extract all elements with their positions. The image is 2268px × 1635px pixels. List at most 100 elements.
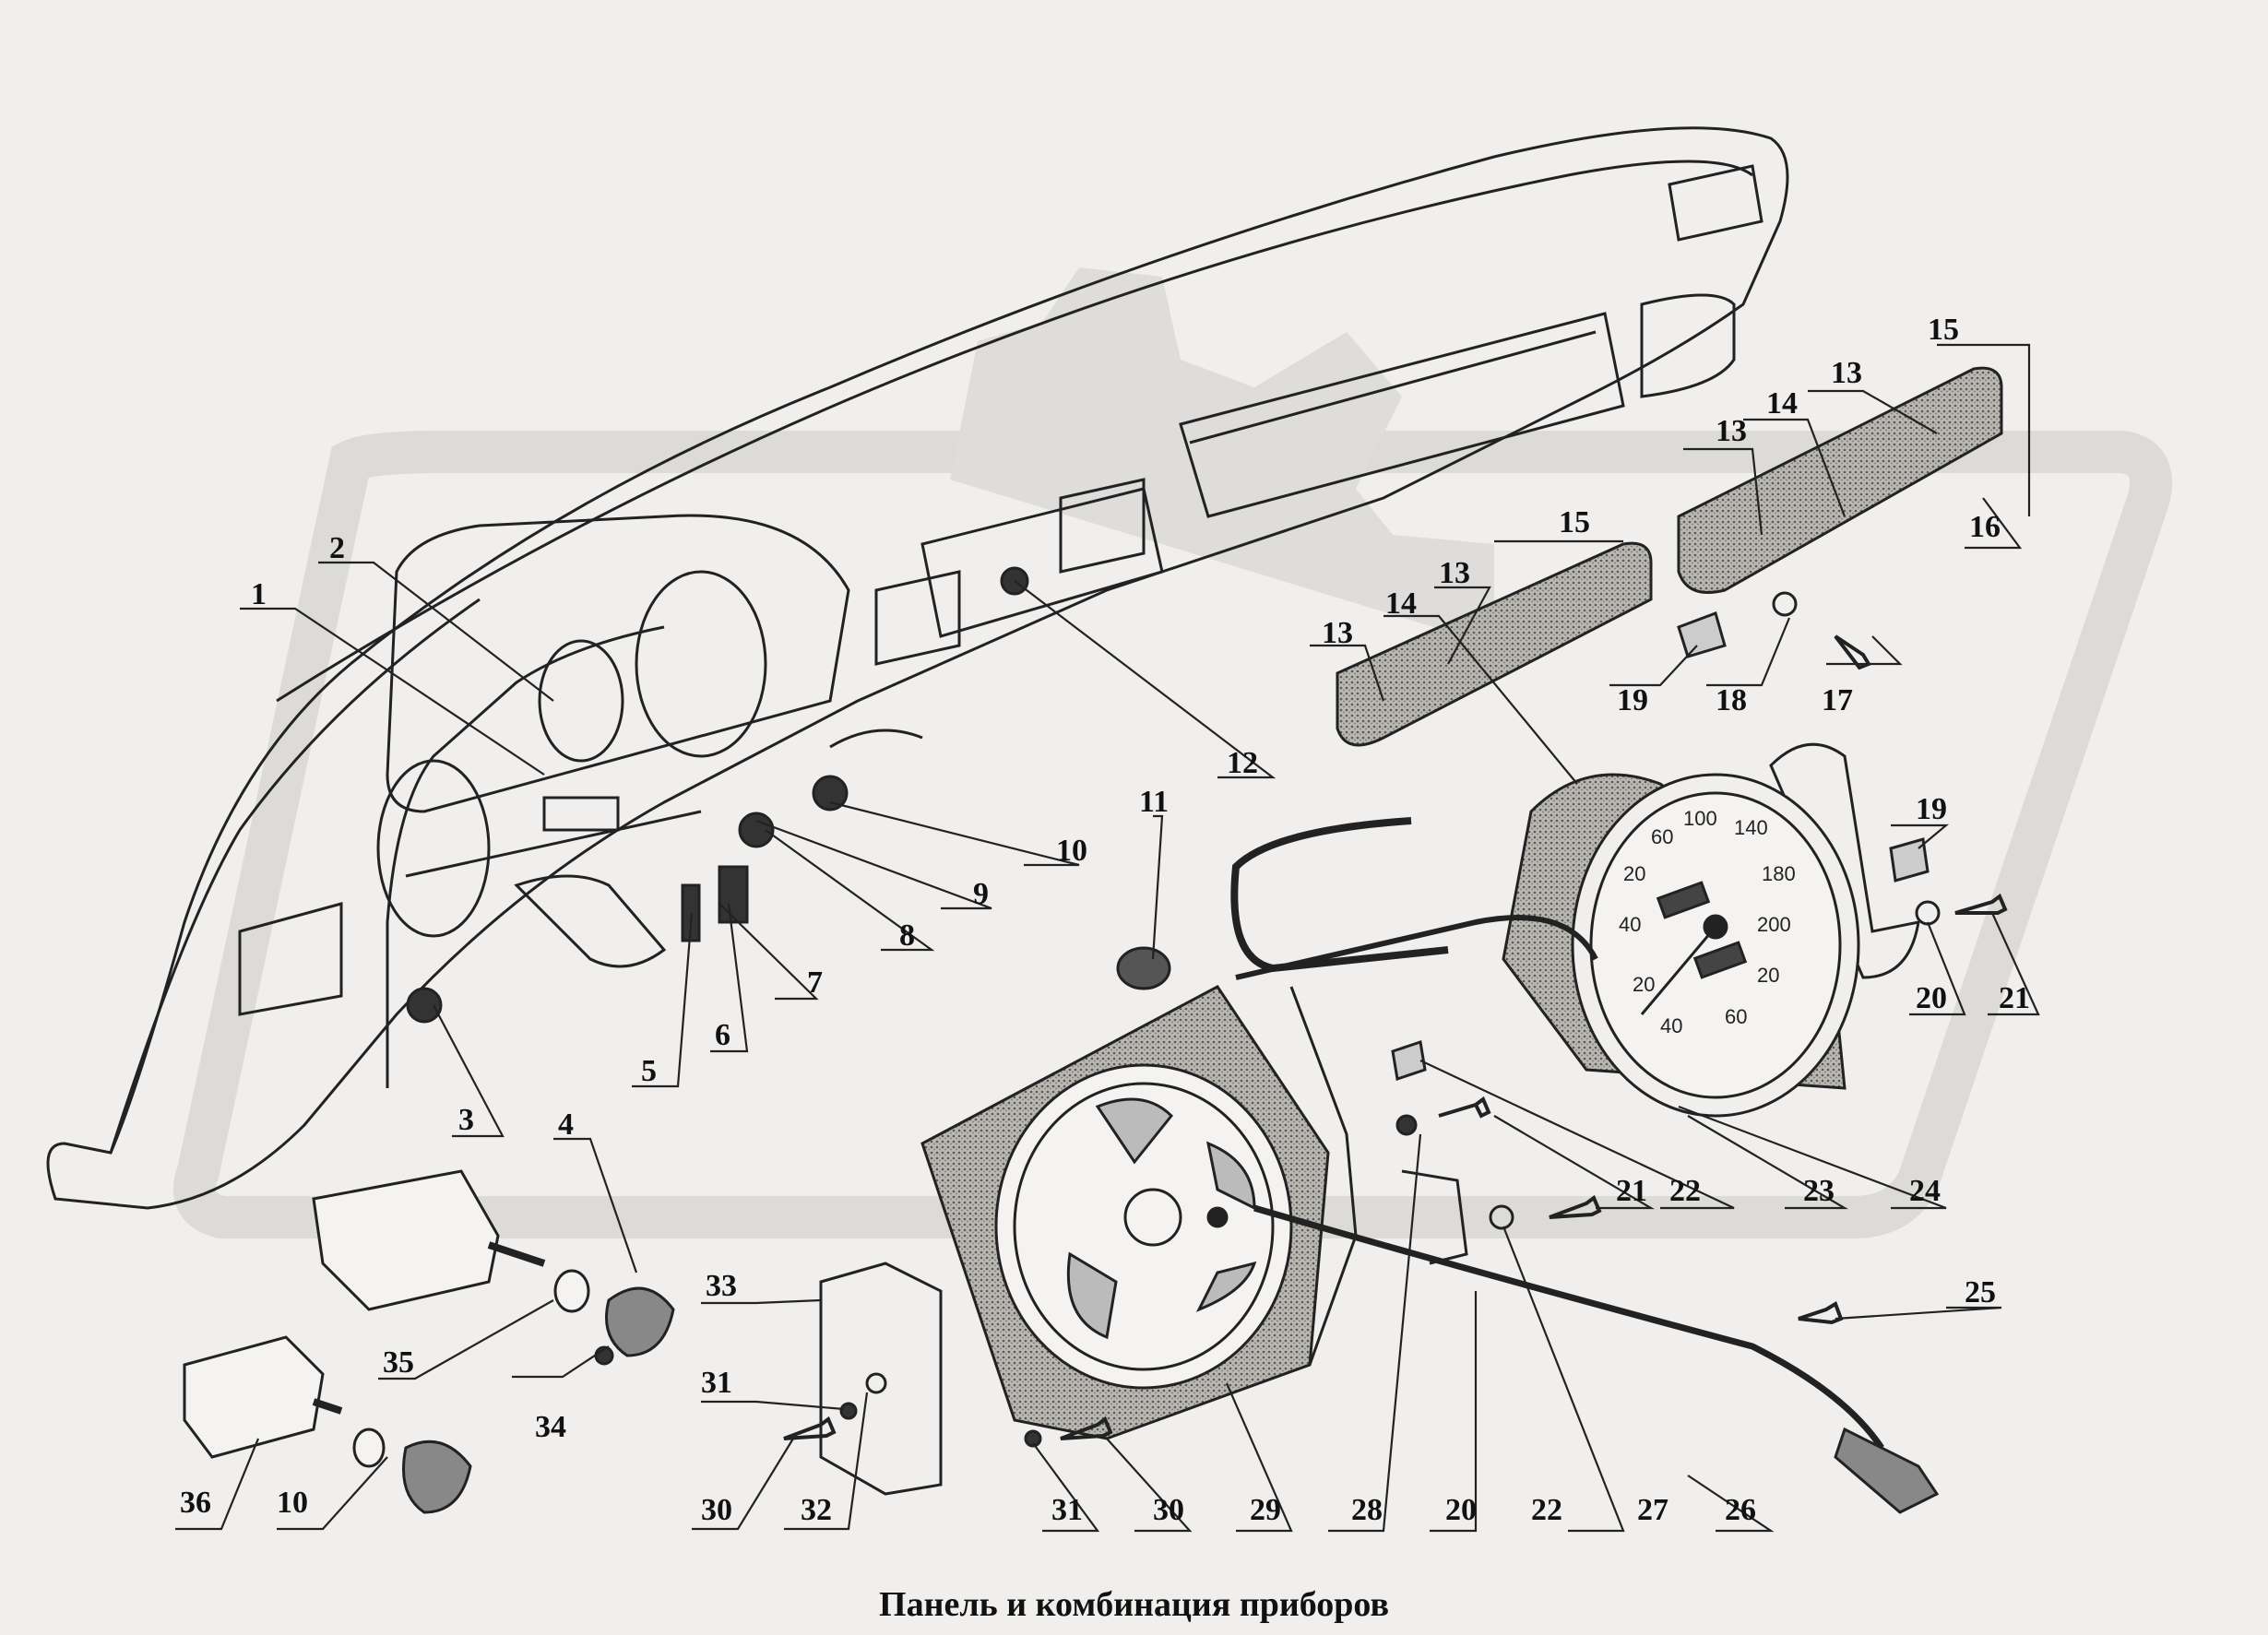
label-10: 10 [1056,834,1087,868]
label-5: 5 [641,1054,657,1088]
label-20b: 20 [1445,1493,1477,1527]
washer-27 [1489,1204,1514,1230]
screw-25 [1798,1301,1844,1325]
label-22b: 22 [1531,1493,1562,1527]
clip-19a [1677,611,1727,658]
label-24: 24 [1909,1174,1941,1208]
screw-21b [1954,893,2008,915]
washer-20 [1395,1114,1418,1136]
label-36: 36 [180,1486,211,1520]
dash-clock-icon [376,759,491,938]
label-4: 4 [558,1108,574,1142]
label-19b: 19 [1916,792,1947,826]
svg-text:20: 20 [1633,973,1655,996]
watermark-logo [173,267,2172,1238]
part-numbers: 1 2 3 4 5 6 7 8 9 10 10 11 12 13 13 13 1… [180,313,2030,1527]
screw-27 [1549,1194,1602,1219]
label-21a: 21 [1999,981,2030,1015]
bracket-28 [1289,986,1358,1366]
clip-22 [1391,1040,1427,1081]
lower-housing-15 [1336,541,1653,747]
dial-29 [994,1063,1293,1390]
label-7: 7 [807,966,823,1000]
label-3: 3 [458,1103,474,1137]
svg-text:40: 40 [1619,913,1641,936]
washer-18 [1772,591,1798,617]
label-26: 26 [1725,1493,1756,1527]
label-33: 33 [706,1269,737,1303]
label-16: 16 [1969,510,2001,544]
dash-speedo-icon [635,570,767,758]
label-32: 32 [801,1493,832,1527]
knob-4 [605,1286,675,1357]
label-15a: 15 [1559,505,1590,539]
label-35: 35 [383,1345,414,1380]
label-8: 8 [899,918,915,953]
connector-26 [1834,1427,1940,1514]
clip-19b [1889,837,1930,883]
label-6: 6 [715,1018,730,1052]
nut-31 [839,1402,858,1420]
svg-text:100: 100 [1683,807,1717,830]
label-13a: 13 [1322,616,1353,650]
label-17: 17 [1822,683,1853,717]
leader-lines [175,343,2040,1533]
label-31a: 31 [701,1366,732,1400]
dash-gauge-icon [538,639,624,763]
label-11: 11 [1139,785,1169,819]
cable-23 [1253,1204,1884,1450]
grommet-11 [1116,946,1171,990]
label-21b: 21 [1616,1174,1647,1208]
dashboard-gauges [376,566,1029,1024]
parts [783,591,2008,1514]
label-2: 2 [329,531,345,565]
washer-35 [553,1269,590,1313]
knob-10 [402,1440,472,1514]
flexible-tube-11 [1235,915,1598,980]
svg-text:140: 140 [1734,816,1768,839]
label-22a: 22 [1669,1174,1701,1208]
svg-text:60: 60 [1725,1005,1747,1028]
nut-32 [865,1372,887,1394]
label-20a: 20 [1916,981,1947,1015]
label-28: 28 [1351,1493,1383,1527]
svg-text:20: 20 [1623,862,1645,885]
washer-20b [1915,900,1941,926]
dash-knob-9 [738,812,775,848]
switch-3 [312,1169,500,1311]
label-13c: 13 [1716,414,1747,448]
svg-text:40: 40 [1660,1014,1682,1037]
switch-36-shaft [312,1398,343,1415]
dash-switch-6 [718,865,749,924]
loose-switches [183,1169,675,1514]
bracket-22 [1401,1169,1468,1265]
label-13d: 13 [1831,356,1862,390]
label-34: 34 [535,1410,566,1444]
label-14a: 14 [1385,586,1417,621]
label-13b: 13 [1439,556,1470,590]
washer-10b [352,1428,386,1468]
label-18: 18 [1716,683,1747,717]
switch-36 [183,1335,325,1459]
svg-text:200: 200 [1757,913,1791,936]
label-25: 25 [1965,1275,1996,1309]
svg-text:60: 60 [1651,825,1673,848]
upper-housing-15 [1677,366,2003,594]
figure-caption: Панель и комбинация приборов [879,1585,1389,1624]
nut-31b [1024,1429,1042,1448]
label-9: 9 [973,877,989,911]
switch-3-shaft [487,1241,546,1267]
label-29: 29 [1250,1493,1281,1527]
svg-text:180: 180 [1762,862,1796,885]
label-14b: 14 [1766,386,1798,421]
screw-21a [1438,1096,1491,1119]
screw-30a [783,1416,837,1440]
warning-lamp-block [542,796,620,832]
label-12: 12 [1227,746,1258,780]
label-30a: 30 [701,1493,732,1527]
svg-text:20: 20 [1757,964,1779,987]
label-19a: 19 [1617,683,1648,717]
dashboard-panel [46,126,1789,1210]
